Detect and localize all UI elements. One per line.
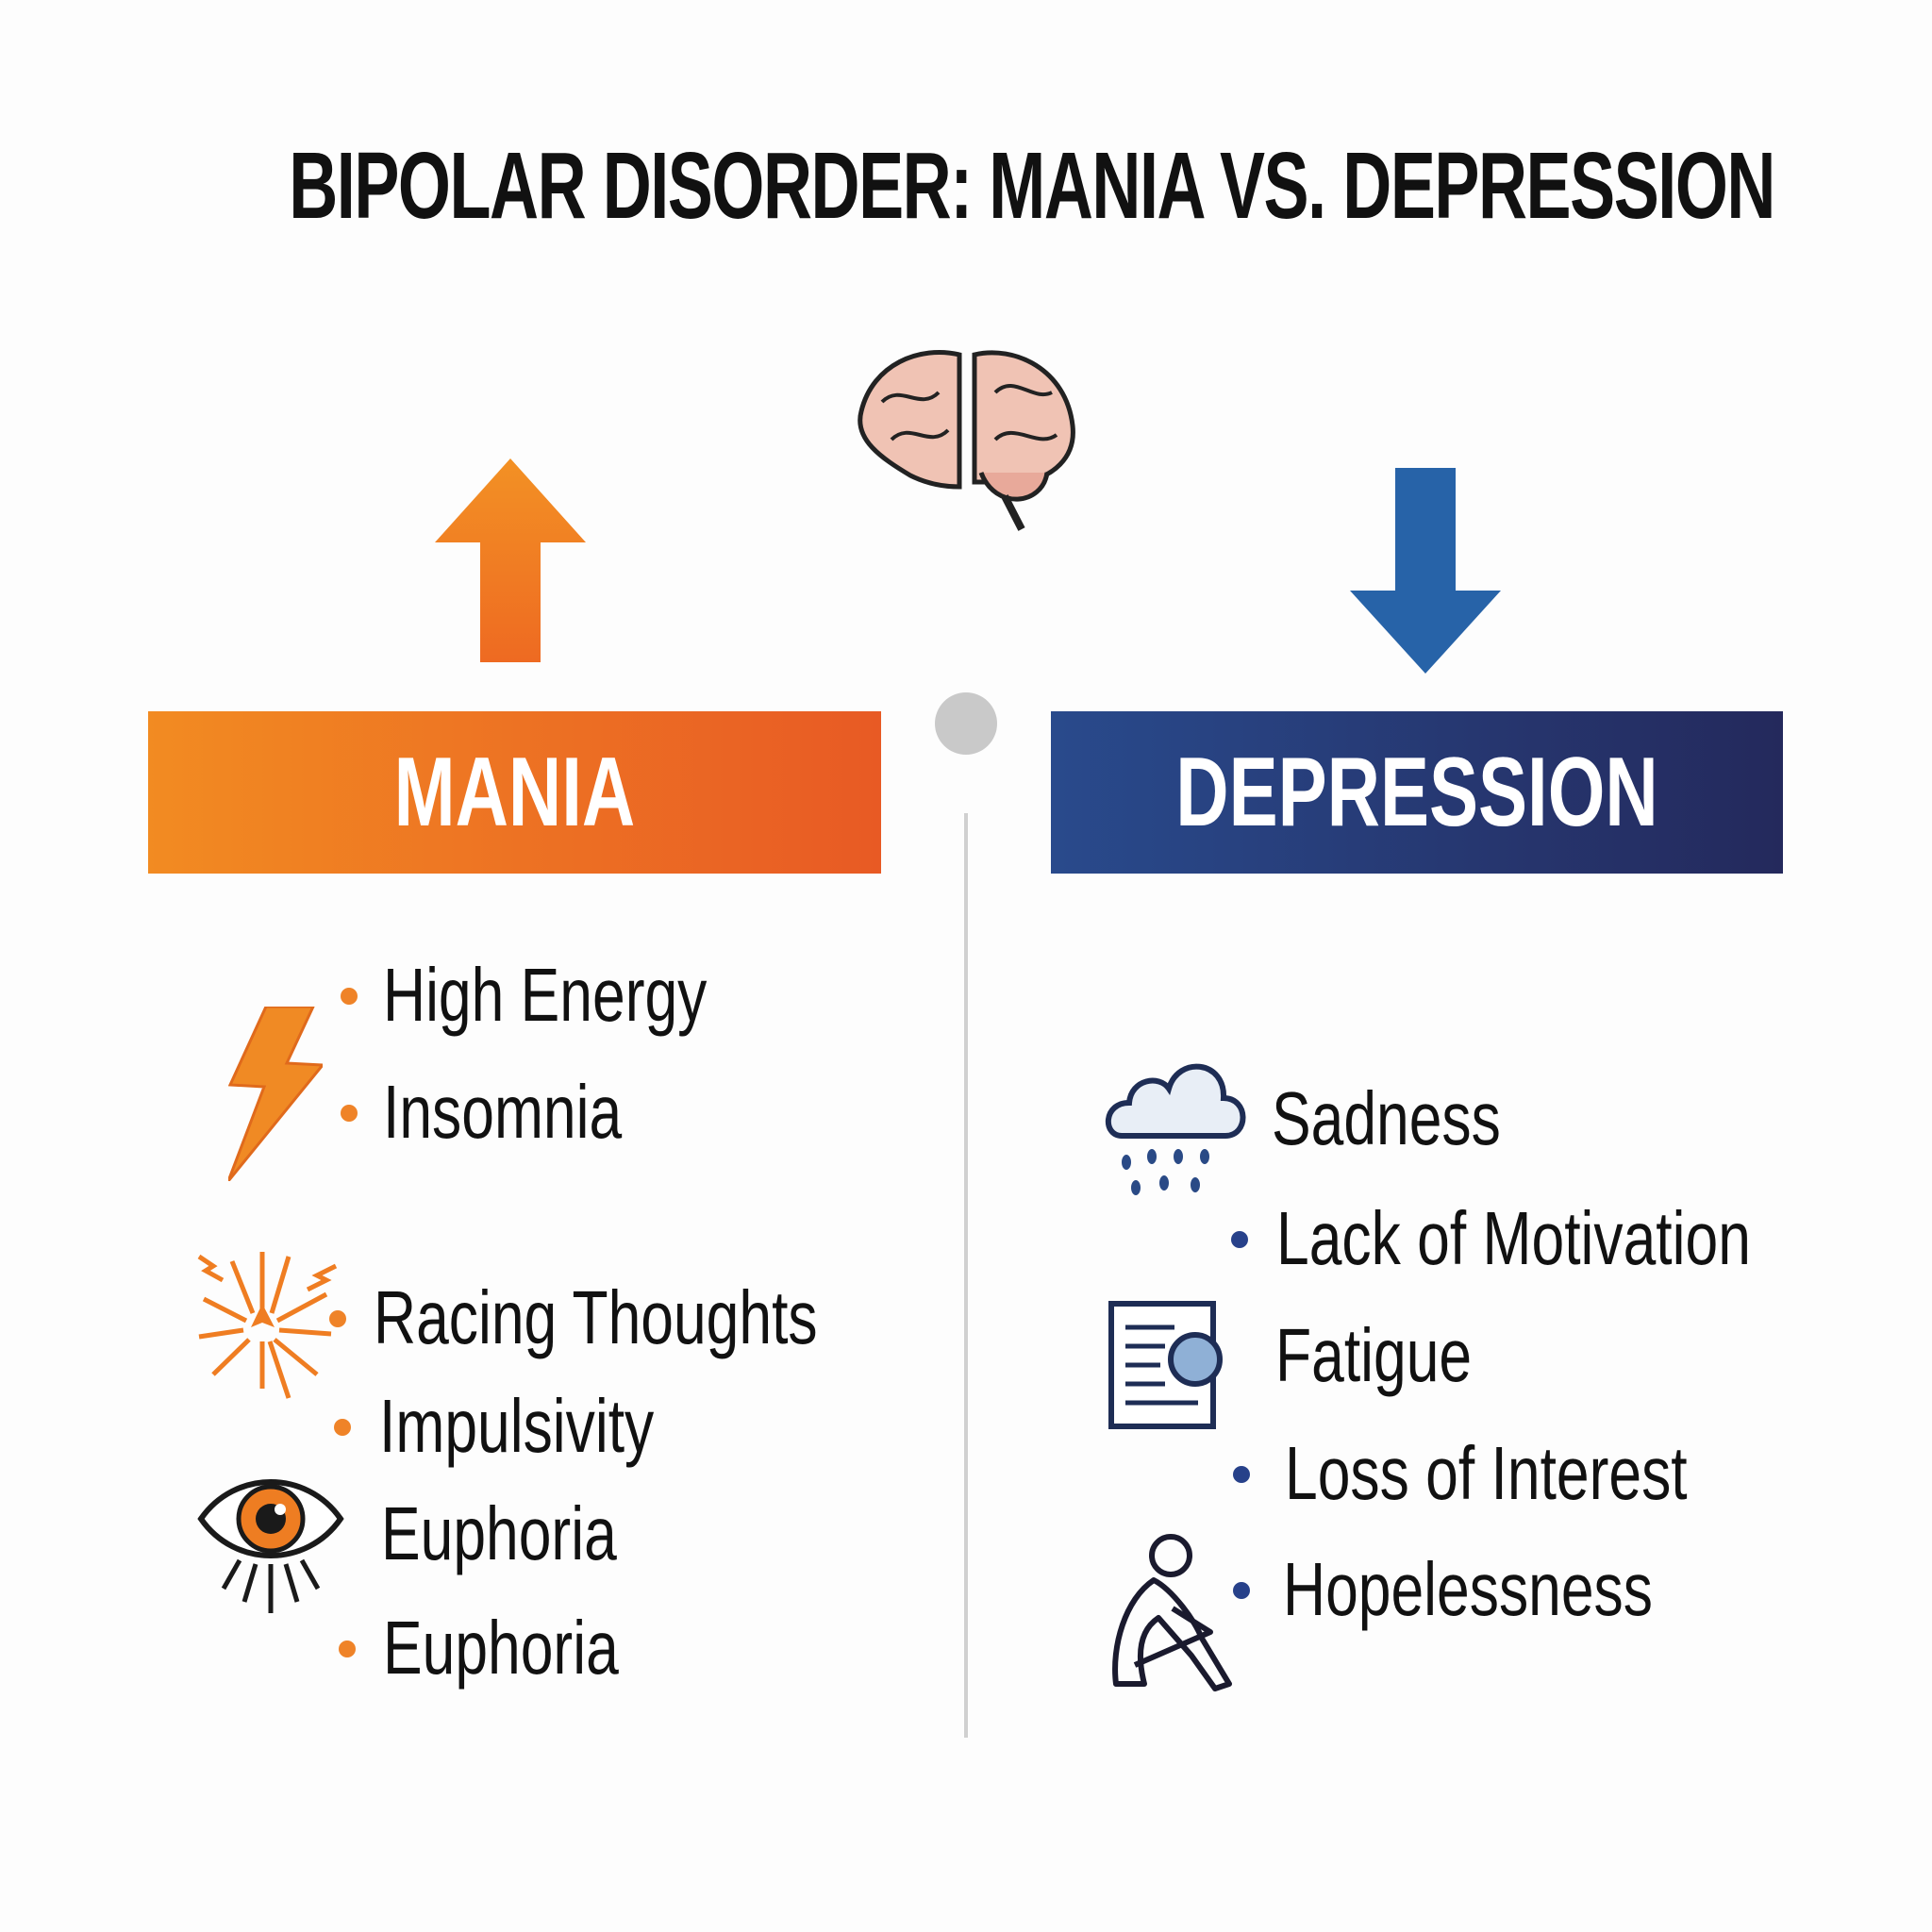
mania-item: Euphoria [381, 1491, 617, 1575]
bullet [339, 1641, 356, 1657]
depression-item: Fatigue [1275, 1313, 1473, 1397]
bullet [334, 1419, 351, 1436]
mania-item: Racing Thoughts [374, 1275, 818, 1359]
depression-item: Loss of Interest [1285, 1431, 1688, 1515]
mania-item: Euphoria [383, 1606, 619, 1690]
document-icon [1108, 1301, 1223, 1429]
arrow-down-icon [1350, 468, 1501, 674]
depression-item: Sadness [1272, 1076, 1501, 1160]
depression-header: DEPRESSION [1051, 711, 1783, 874]
brain-icon [858, 350, 1075, 531]
eye-icon [197, 1479, 344, 1613]
lightning-icon [228, 1007, 323, 1181]
burst-icon [197, 1252, 338, 1399]
center-dot [935, 692, 997, 755]
mania-item: High Energy [383, 953, 708, 1037]
bullet [329, 1310, 346, 1327]
bullet [341, 1105, 358, 1122]
bullet [1233, 1582, 1250, 1599]
page-title: BIPOLAR DISORDER: MANIA VS. DEPRESSION [289, 133, 1775, 239]
mania-item: Insomnia [383, 1070, 623, 1154]
depression-item: Hopelessness [1283, 1547, 1653, 1631]
arrow-up-icon [435, 458, 586, 662]
bullet [341, 988, 358, 1005]
rain-cloud-icon [1106, 1063, 1246, 1195]
bullet [1231, 1231, 1248, 1248]
divider-line [964, 813, 968, 1738]
depression-item: Lack of Motivation [1276, 1196, 1751, 1280]
bullet [1233, 1466, 1250, 1483]
sitting-person-icon [1112, 1534, 1232, 1691]
mania-item: Impulsivity [379, 1384, 655, 1468]
mania-header: MANIA [148, 711, 881, 874]
